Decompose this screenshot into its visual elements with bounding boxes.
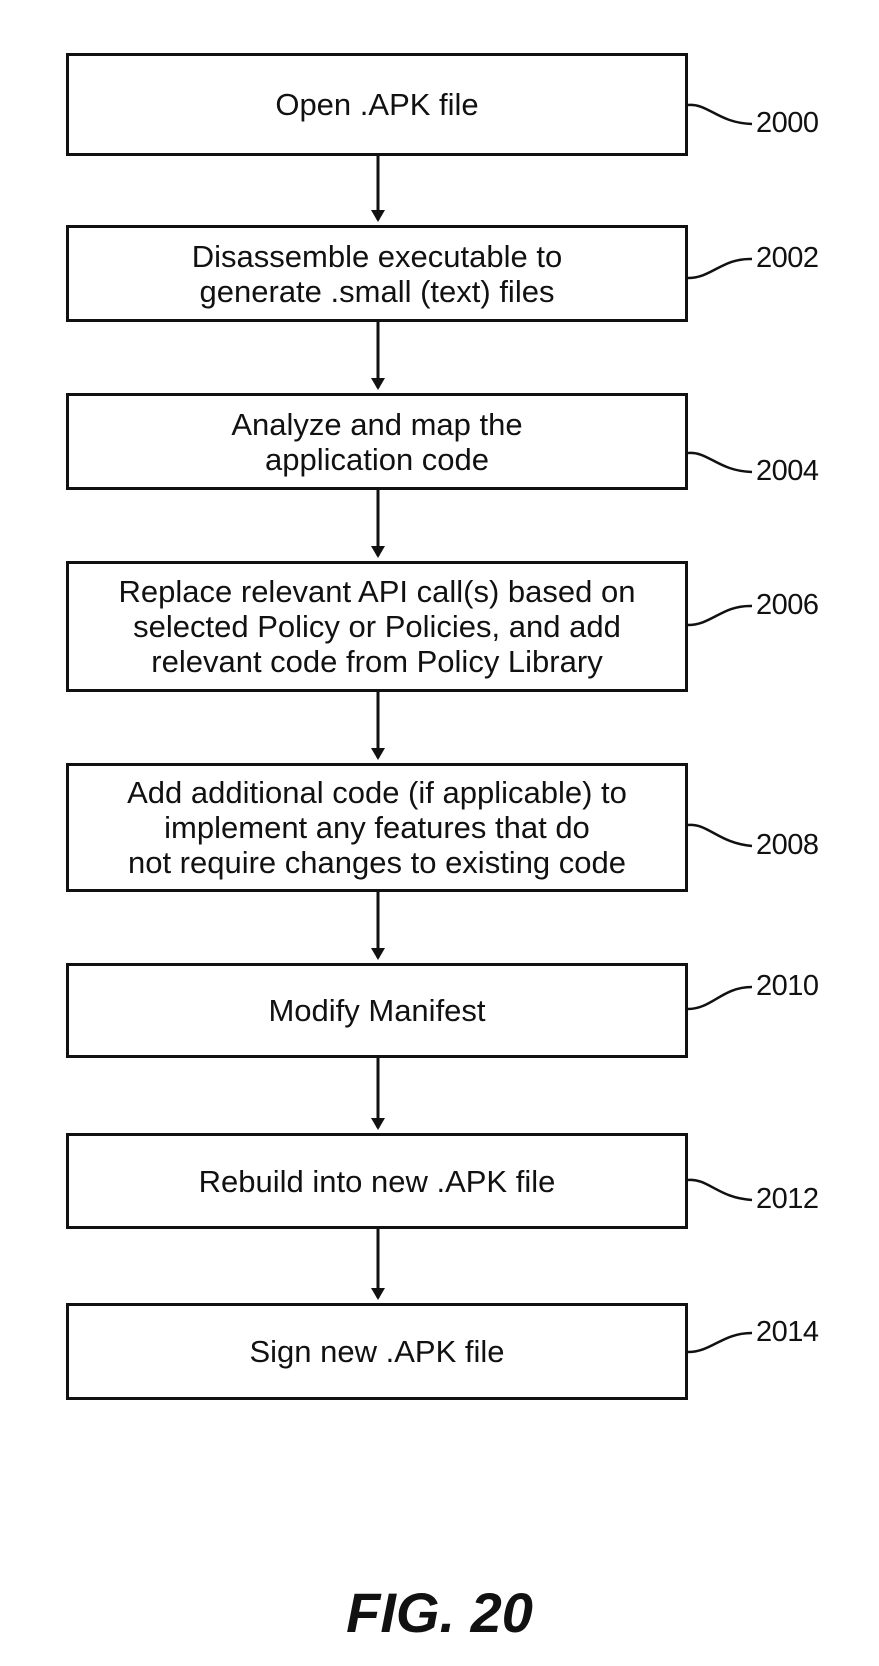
step-box-disassemble: Disassemble executable to generate .smal… xyxy=(66,225,688,322)
step-label: Analyze and map the application code xyxy=(231,407,522,477)
step-label: Disassemble executable to generate .smal… xyxy=(192,239,562,309)
ref-number-2012: 2012 xyxy=(756,1183,819,1216)
ref-number-2010: 2010 xyxy=(756,970,819,1003)
step-box-replace-api-calls: Replace relevant API call(s) based on se… xyxy=(66,561,688,692)
step-label: Rebuild into new .APK file xyxy=(199,1164,556,1199)
step-label: Open .APK file xyxy=(275,87,478,122)
step-box-open-apk: Open .APK file xyxy=(66,53,688,156)
leader-line xyxy=(688,606,752,625)
step-label: Add additional code (if applicable) to i… xyxy=(127,775,627,880)
ref-number-2008: 2008 xyxy=(756,829,819,862)
step-box-modify-manifest: Modify Manifest xyxy=(66,963,688,1058)
leader-line xyxy=(688,105,752,124)
step-label: Modify Manifest xyxy=(268,993,485,1028)
leader-line xyxy=(688,987,752,1009)
ref-number-2004: 2004 xyxy=(756,455,819,488)
leader-line xyxy=(688,1180,752,1200)
leader-line xyxy=(688,825,752,846)
leader-line xyxy=(688,259,752,278)
step-label: Sign new .APK file xyxy=(249,1334,504,1369)
ref-number-2014: 2014 xyxy=(756,1316,819,1349)
step-box-add-additional-code: Add additional code (if applicable) to i… xyxy=(66,763,688,892)
leader-line xyxy=(688,453,752,472)
step-box-analyze-map: Analyze and map the application code xyxy=(66,393,688,490)
step-box-sign-apk: Sign new .APK file xyxy=(66,1303,688,1400)
step-box-rebuild-apk: Rebuild into new .APK file xyxy=(66,1133,688,1229)
step-label: Replace relevant API call(s) based on se… xyxy=(119,574,636,679)
leader-line xyxy=(688,1333,752,1352)
ref-number-2002: 2002 xyxy=(756,242,819,275)
ref-number-2000: 2000 xyxy=(756,107,819,140)
figure-caption: FIG. 20 xyxy=(0,1580,879,1645)
ref-number-2006: 2006 xyxy=(756,589,819,622)
